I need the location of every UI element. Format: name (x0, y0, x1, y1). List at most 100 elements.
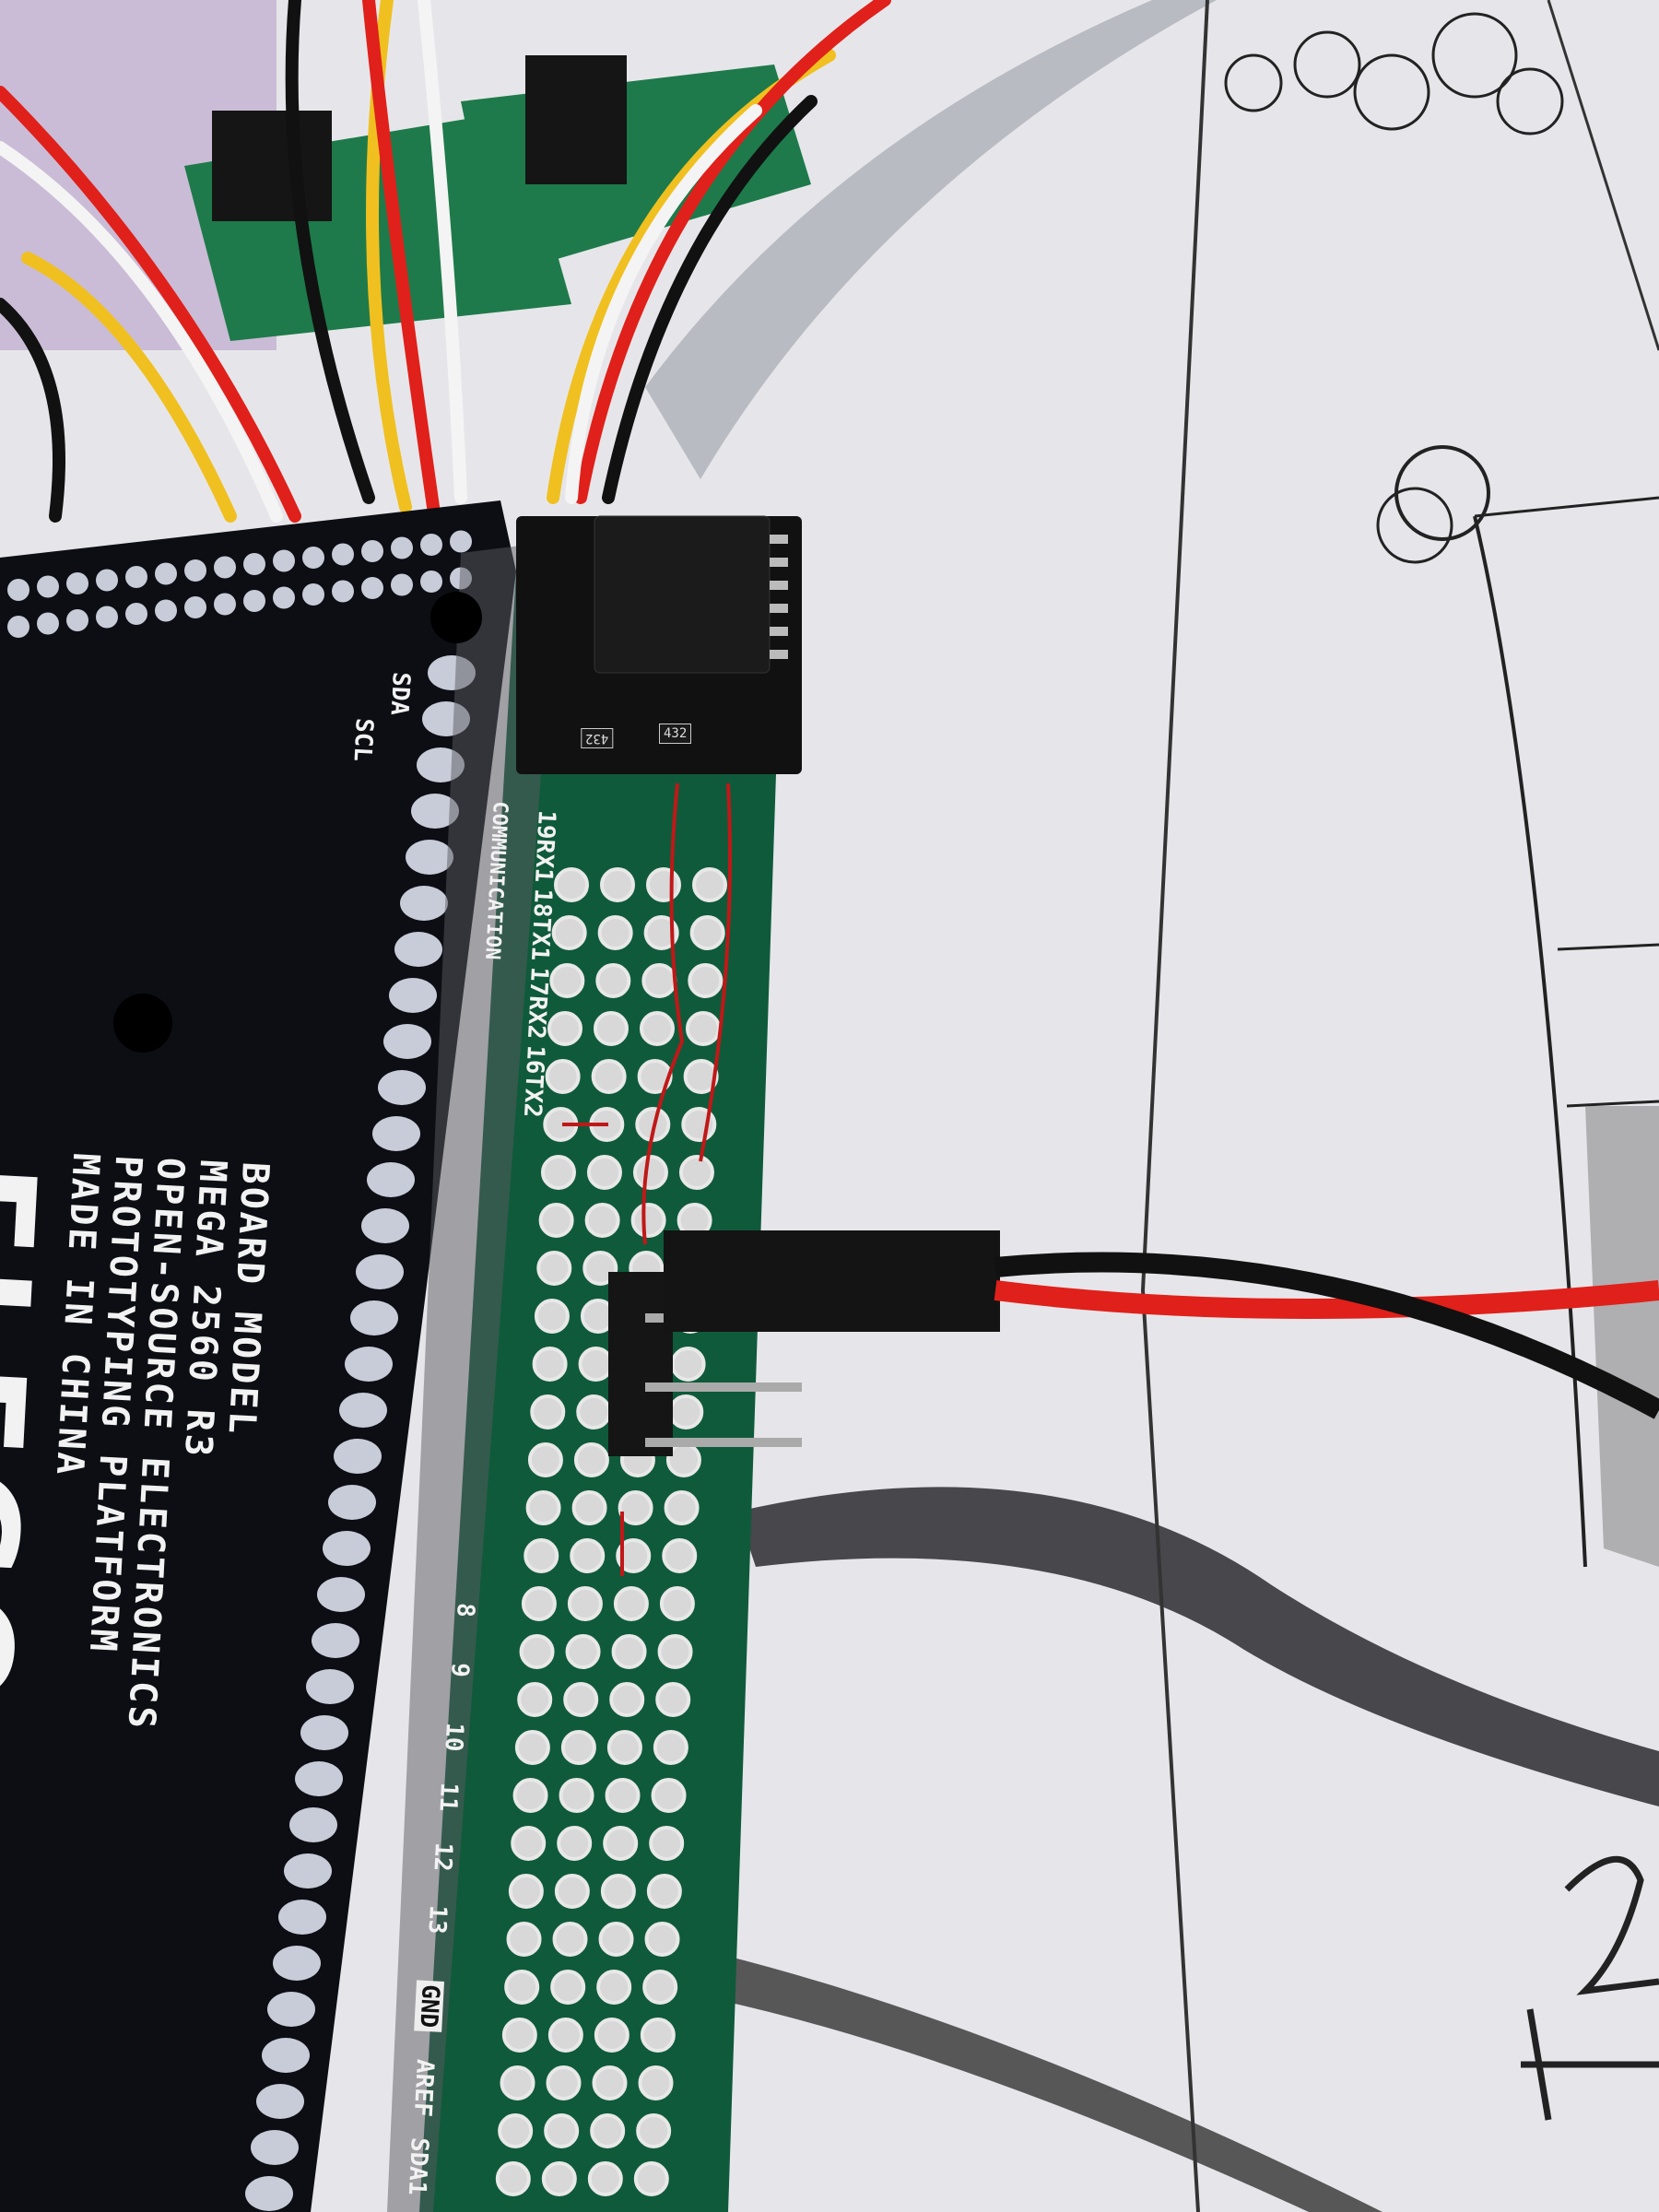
header-pin (7, 579, 29, 601)
protoboard-hole (495, 2161, 531, 2196)
pin-label-gnd: GND (414, 1980, 444, 2032)
header-pin (251, 2130, 299, 2165)
protoboard-hole (678, 1155, 714, 1190)
protoboard-hole (606, 1730, 642, 1765)
protoboard-hole (512, 1778, 548, 1813)
header-pin (262, 2038, 310, 2073)
protoboard-hole (530, 1394, 566, 1430)
protoboard-hole (611, 1634, 647, 1669)
header-pin (400, 886, 448, 921)
protoboard-hole (565, 1634, 601, 1669)
pin-label-rx2: 17RX2 (521, 966, 553, 1041)
header-pin (328, 1485, 376, 1520)
header-pin (96, 569, 118, 592)
protoboard-hole (563, 1682, 599, 1717)
protoboard-hole (598, 1922, 634, 1957)
shadow (645, 0, 1217, 479)
header-pin (273, 549, 295, 572)
protoboard-hole (633, 2161, 669, 2196)
pin-label-sda: SDA (384, 671, 415, 716)
protoboard-hole (603, 1826, 639, 1861)
header-pin (278, 1900, 326, 1935)
protoboard-hole (525, 1490, 561, 1525)
protoboard-hole (609, 1682, 645, 1717)
pin-label-tx1: 18TX1 (524, 888, 557, 962)
protoboard-hole (590, 2113, 626, 2148)
protoboard-hole (688, 963, 724, 998)
protoboard-hole (593, 1011, 629, 1046)
protoboard-hole (685, 1011, 721, 1046)
mounting-hole (113, 994, 172, 1053)
header-pin (361, 577, 383, 599)
header-pin (184, 559, 206, 582)
header-pin (450, 530, 472, 553)
pin-label-8: 8 (451, 1602, 479, 1618)
protoboard-hole (591, 1059, 627, 1094)
header-pin (361, 1208, 409, 1243)
header-pin (125, 603, 147, 625)
protoboard-hole (584, 1203, 620, 1238)
pin-label-sda1: SDA1 (402, 2136, 433, 2196)
protoboard-hole (613, 1586, 649, 1621)
header-pin (317, 1577, 365, 1612)
black-wire (994, 1252, 1659, 1419)
pen-line (1140, 0, 1209, 2212)
protoboard-hole (547, 1011, 582, 1046)
protoboard-hole (546, 2065, 582, 2100)
protoboard-hole (560, 1730, 596, 1765)
red-wire (994, 1280, 1659, 1319)
protoboard-hole (576, 1394, 612, 1430)
protoboard-hole (642, 1970, 678, 2005)
header-pin (332, 543, 354, 566)
protoboard-hole (640, 2018, 676, 2053)
protoboard-hole (639, 1011, 675, 1046)
header-pin (367, 1162, 415, 1197)
protoboard-hole (665, 1442, 701, 1477)
protoboard-hole (498, 2113, 534, 2148)
header-pin (155, 599, 177, 622)
protoboard-hole (657, 1634, 693, 1669)
header-pin (302, 583, 324, 606)
pin-label-rx1: 19RX1 (528, 809, 560, 884)
pin-label-10: 10 (439, 1722, 468, 1753)
protoboard-hole (527, 1442, 563, 1477)
protoboard-hole (524, 1538, 559, 1573)
header-pin (96, 606, 118, 629)
protoboard-hole (540, 1155, 576, 1190)
protoboard-hole (550, 1970, 586, 2005)
tape-strip (387, 546, 544, 2212)
header-pin (214, 593, 236, 616)
protoboard-hole (508, 1874, 544, 1909)
protoboard-hole (638, 2065, 674, 2100)
protoboard-hole (517, 1682, 553, 1717)
protoboard-hole (646, 1874, 682, 1909)
jumper-wires (0, 0, 891, 523)
protoboard-hole (683, 1059, 719, 1094)
protoboard-hole (554, 1874, 590, 1909)
header-pin (37, 575, 59, 598)
header-pin (300, 1715, 348, 1750)
header-pin (37, 612, 59, 635)
header-pin (372, 1116, 420, 1151)
protoboard-hole (630, 1203, 666, 1238)
protoboard-hole (618, 1490, 653, 1525)
header-pin (361, 540, 383, 562)
header-pin (184, 596, 206, 618)
pen-number-2 (1521, 1855, 1659, 2121)
protoboard-hole (538, 1203, 574, 1238)
protoboard-hole (532, 1347, 568, 1382)
protoboard-hole (554, 867, 589, 902)
protoboard-hole (616, 1538, 652, 1573)
protoboard-hole (594, 2018, 629, 2053)
header-pin (389, 978, 437, 1013)
header-pin (420, 534, 442, 556)
protoboard-hole (506, 1922, 542, 1957)
wire-shadow (719, 1954, 1382, 2212)
header-pin (394, 932, 442, 967)
header-pin (155, 562, 177, 585)
connector (212, 111, 332, 221)
protoboard-hole (544, 2113, 580, 2148)
magnet-wire (562, 782, 732, 1576)
header-pin (302, 547, 324, 569)
